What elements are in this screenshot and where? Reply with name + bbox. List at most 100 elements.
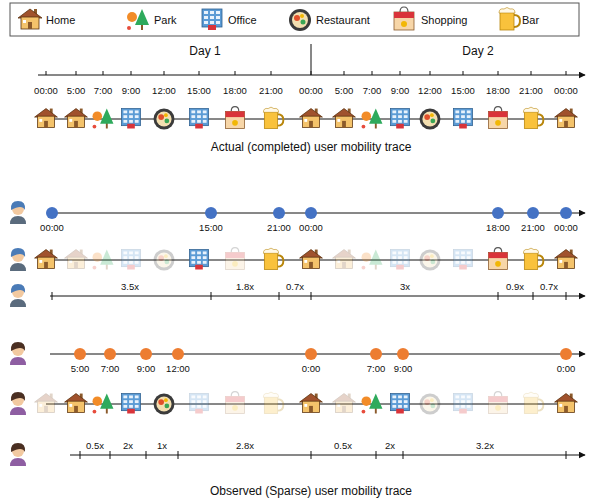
restaurant-icon [420, 394, 441, 415]
observation-dot [560, 207, 572, 219]
office-window [216, 16, 220, 19]
bag-tag [401, 21, 407, 27]
time-tick-label: 18:00 [486, 86, 510, 97]
park-sun [93, 252, 103, 262]
mug-body [500, 12, 514, 30]
office-window [461, 256, 465, 259]
interval-tick [311, 292, 312, 300]
park-flower [362, 266, 366, 270]
user-avatar [10, 392, 26, 415]
interval-tick [80, 451, 81, 459]
office-building [391, 250, 410, 267]
observation-axis [50, 213, 585, 214]
bag-body [489, 252, 508, 269]
shopping-icon [489, 392, 508, 414]
interval-axis [70, 455, 585, 456]
house-wall [37, 116, 54, 127]
observed-time-label: 12:00 [166, 364, 190, 375]
bag-handle [494, 392, 502, 397]
office-window [203, 115, 207, 118]
office-window [123, 400, 127, 403]
observed-time-label: 7:00 [101, 364, 120, 375]
office-window [467, 400, 471, 403]
office-chair [396, 409, 404, 414]
axis-tick [566, 71, 567, 75]
office-window [204, 21, 208, 24]
house-wall [335, 257, 352, 268]
office-window [392, 110, 396, 113]
time-tick-label: 00:00 [299, 86, 323, 97]
restaurant-food [430, 113, 434, 117]
mug-foam [523, 107, 538, 112]
time-tick-label: 9:00 [122, 86, 141, 97]
park-icon [362, 109, 383, 129]
house-window [39, 260, 42, 263]
office-window [392, 395, 396, 398]
restaurant-plate-rim [420, 250, 441, 271]
observation-dot [104, 348, 116, 360]
interval-ratio-label: 3.2x [476, 441, 494, 452]
time-tick-label: 15:00 [187, 86, 211, 97]
office-window [191, 405, 195, 408]
office-window [455, 120, 459, 123]
office-window [129, 115, 133, 118]
office-window [203, 120, 207, 123]
house-wall [37, 401, 54, 412]
office-building [202, 9, 222, 27]
house-door [309, 121, 313, 128]
interval-tick [311, 451, 312, 459]
office-window [191, 115, 195, 118]
interval-tick [498, 292, 499, 300]
office-chair [127, 409, 135, 414]
time-tick-label: 21:00 [259, 86, 283, 97]
axis-tick [271, 71, 272, 75]
interval-ratio-label: 3.5x [121, 282, 139, 293]
office-window [123, 120, 127, 123]
office-building [454, 109, 473, 126]
interval-ratio-label: 0.7x [286, 282, 304, 293]
mug-body [524, 396, 537, 413]
house-door [44, 121, 48, 128]
house-door [44, 406, 48, 413]
office-window [392, 400, 396, 403]
office-chair [127, 265, 135, 270]
interval-ratio-label: 1.8x [236, 282, 254, 293]
home-icon [555, 250, 578, 269]
house-wall [21, 17, 39, 29]
legend-label: Restaurant [316, 14, 370, 27]
house-wall [335, 401, 352, 412]
mug-handle [538, 114, 544, 125]
interval-tick [146, 451, 147, 459]
house-door [342, 406, 346, 413]
house-window [337, 119, 340, 122]
office-window [123, 251, 127, 254]
restaurant-food [164, 119, 169, 124]
office-window [461, 120, 465, 123]
office-window [404, 261, 408, 264]
interval-ratio-label: 0.7x [540, 282, 558, 293]
avatar-hair [11, 201, 25, 210]
bag-body [394, 12, 414, 30]
office-window [398, 395, 402, 398]
office-window [135, 120, 139, 123]
bag-handle [494, 248, 502, 253]
office-window [203, 400, 207, 403]
office-window [123, 395, 127, 398]
office-window [398, 261, 402, 264]
shopping-icon [226, 107, 245, 129]
bag-body [226, 111, 245, 128]
interval-tick [279, 292, 280, 300]
day-label: Day 1 [189, 45, 220, 59]
office-chair [208, 25, 216, 30]
home-icon [35, 109, 58, 128]
restaurant-food [300, 14, 304, 18]
park-icon [362, 394, 383, 414]
bag-band [394, 12, 414, 18]
house-door [74, 121, 78, 128]
office-building [122, 394, 141, 411]
park-tree [369, 250, 382, 265]
office-window [467, 395, 471, 398]
avatar-body [10, 299, 26, 307]
home-icon [65, 250, 88, 269]
